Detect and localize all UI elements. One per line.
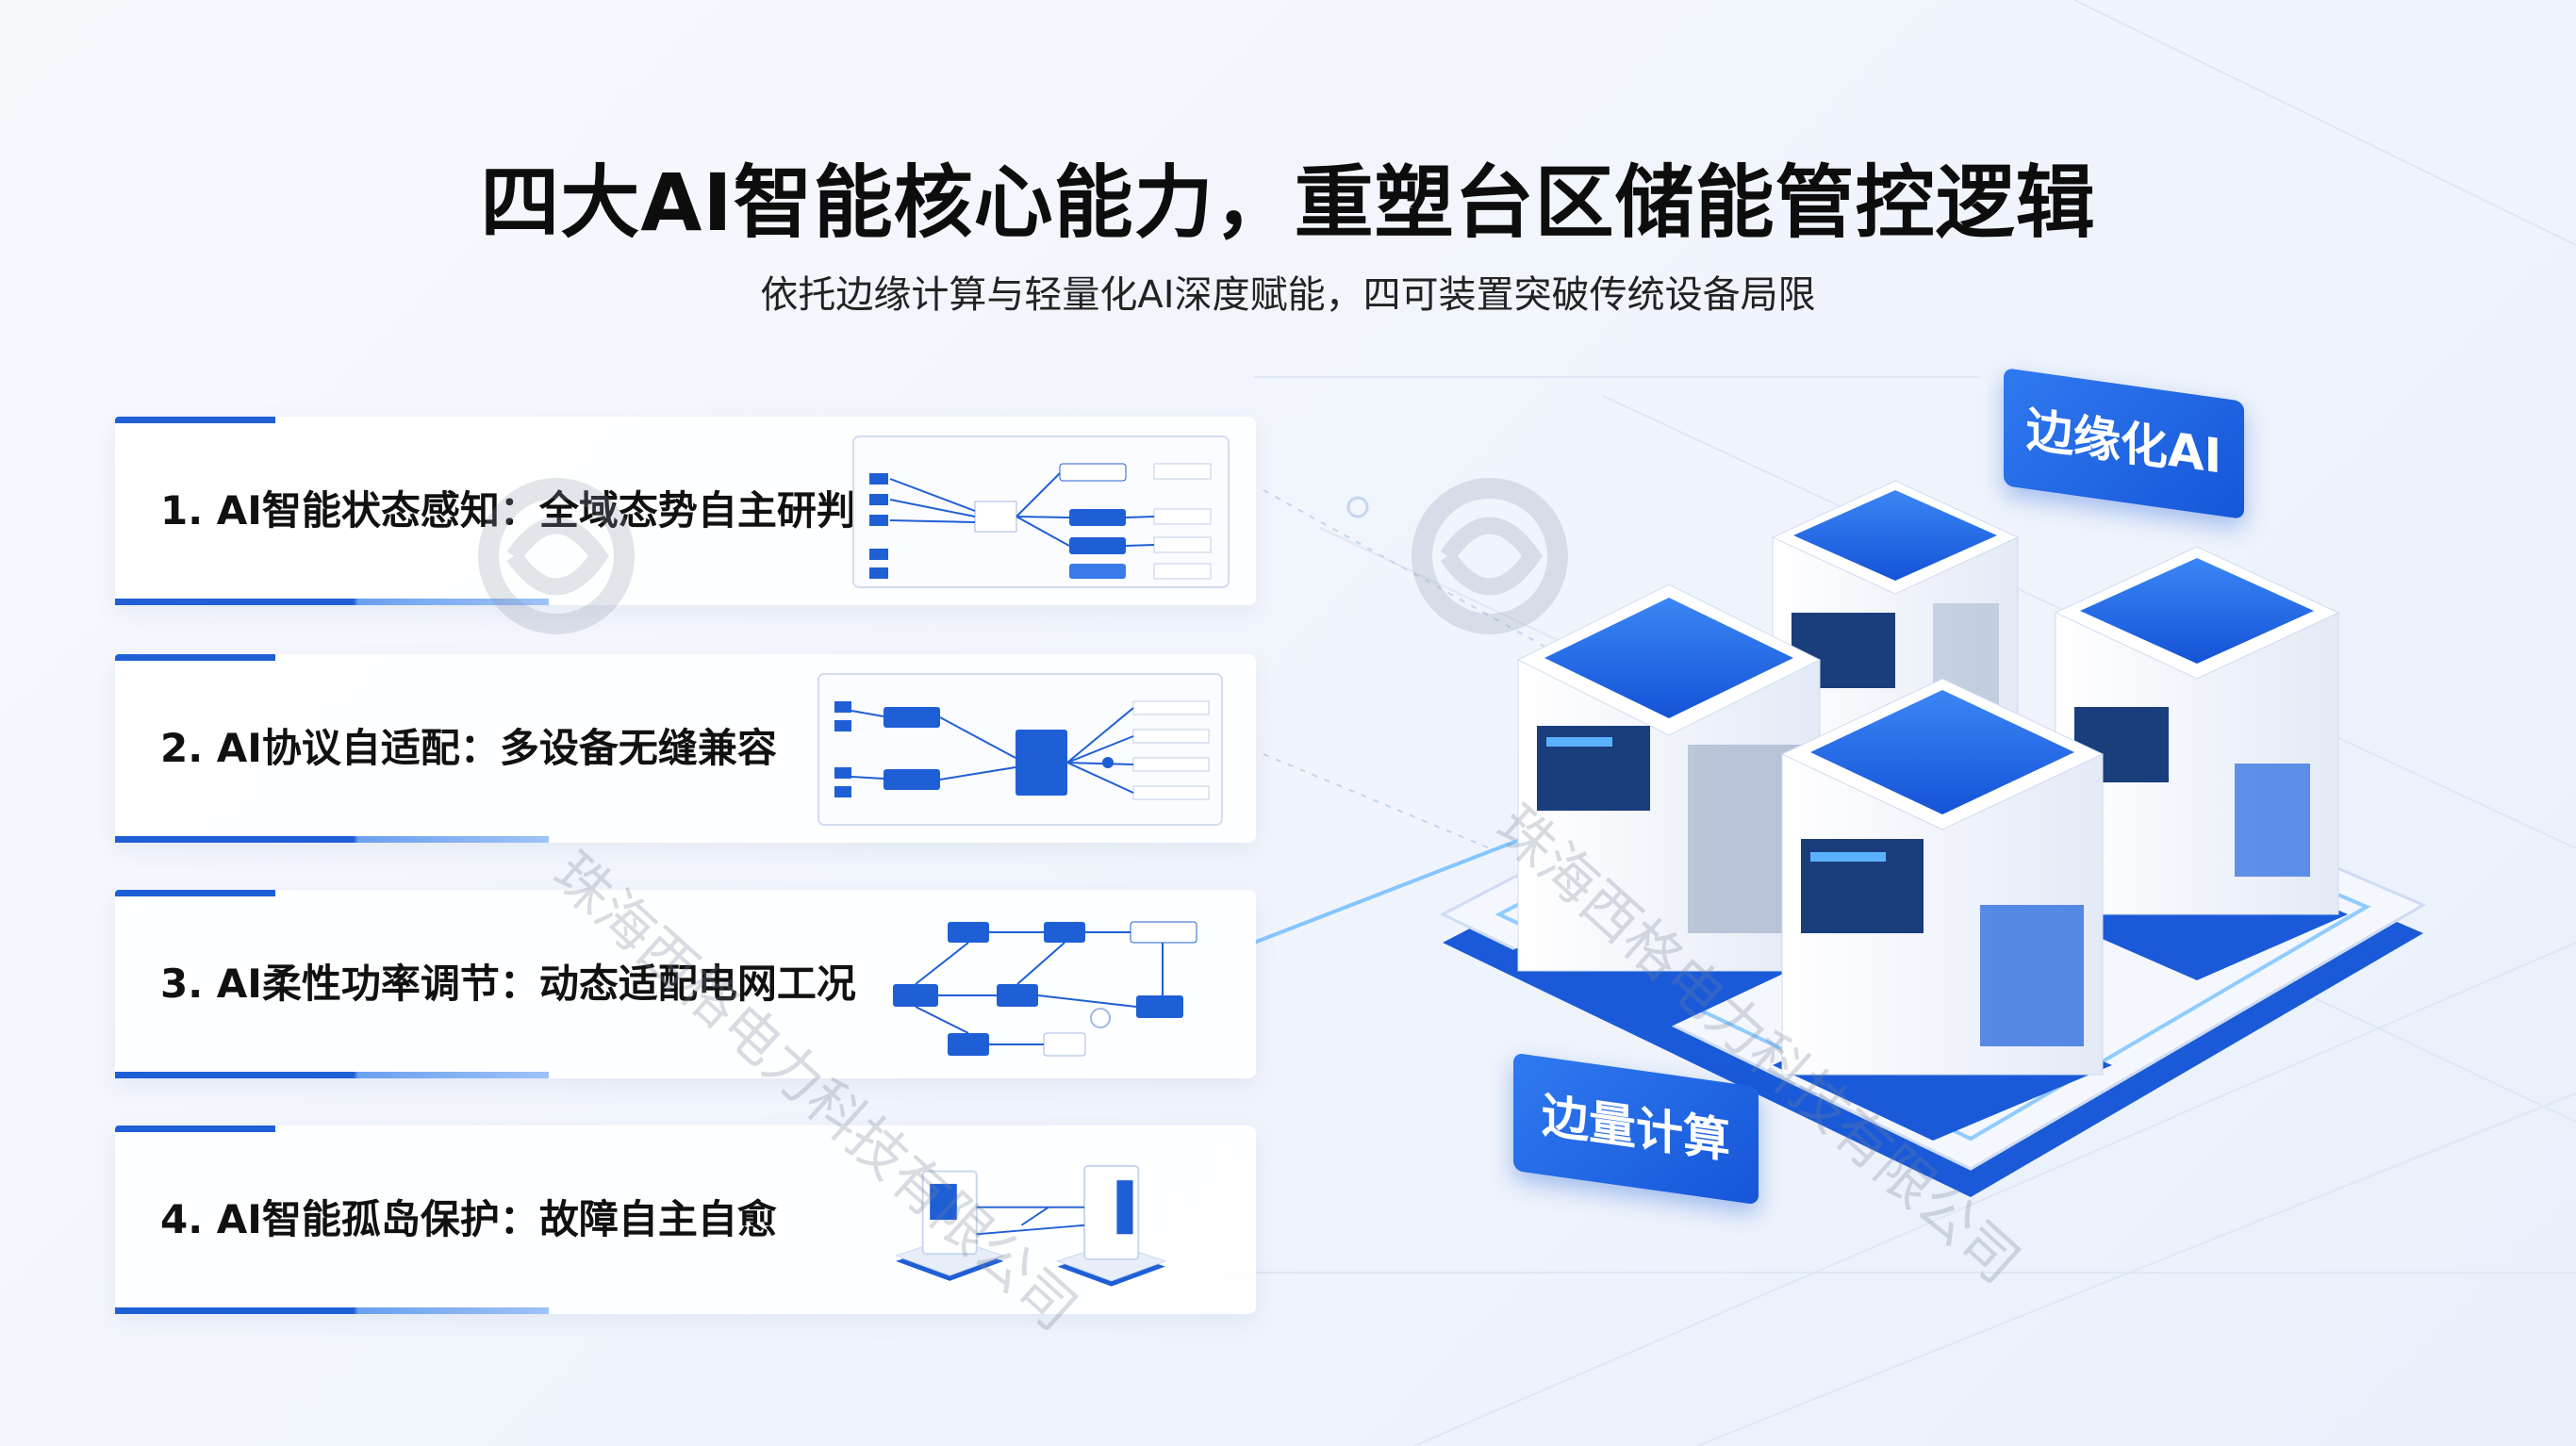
capability-card-2: 2. AI协议自适配：多设备无缝兼容	[115, 654, 1256, 843]
card-bottom-accent	[115, 836, 549, 843]
power-regulation-thumbnail	[893, 921, 1197, 1057]
card-top-accent	[115, 417, 275, 423]
capability-card-1: 1. AI智能状态感知：全域态势自主研判	[115, 417, 1256, 605]
capability-label: 1. AI智能状态感知：全域态势自主研判	[160, 487, 856, 534]
storage-unit-front	[1773, 678, 2112, 1141]
capability-label: 3. AI柔性功率调节：动态适配电网工况	[160, 961, 856, 1007]
storage-unit-left	[1509, 583, 1829, 1027]
capability-card-4: 4. AI智能孤岛保护：故障自主自愈	[115, 1126, 1256, 1314]
card-bottom-accent	[115, 599, 549, 605]
islanding-thumbnail	[894, 1164, 1167, 1287]
protocol-diagram-thumbnail	[817, 673, 1223, 826]
card-top-accent	[115, 1126, 275, 1132]
watermark-logo-icon	[1412, 478, 1568, 634]
capability-card-3: 3. AI柔性功率调节：动态适配电网工况	[115, 890, 1256, 1078]
edge-device-cluster	[1439, 480, 2427, 1197]
card-top-accent	[115, 654, 275, 661]
capability-label: 2. AI协议自适配：多设备无缝兼容	[160, 725, 777, 771]
card-top-accent	[115, 890, 275, 896]
card-bottom-accent	[115, 1072, 549, 1078]
card-bottom-accent	[115, 1307, 549, 1314]
flowchart-thumbnail	[852, 435, 1230, 588]
page-title: 四大AI智能核心能力，重塑台区储能管控逻辑	[480, 156, 2096, 249]
watermark-logo-icon	[478, 478, 635, 634]
capability-label: 4. AI智能孤岛保护：故障自主自愈	[160, 1196, 777, 1242]
page-subtitle: 依托边缘计算与轻量化AI深度赋能，四可装置突破传统设备局限	[760, 273, 1816, 317]
